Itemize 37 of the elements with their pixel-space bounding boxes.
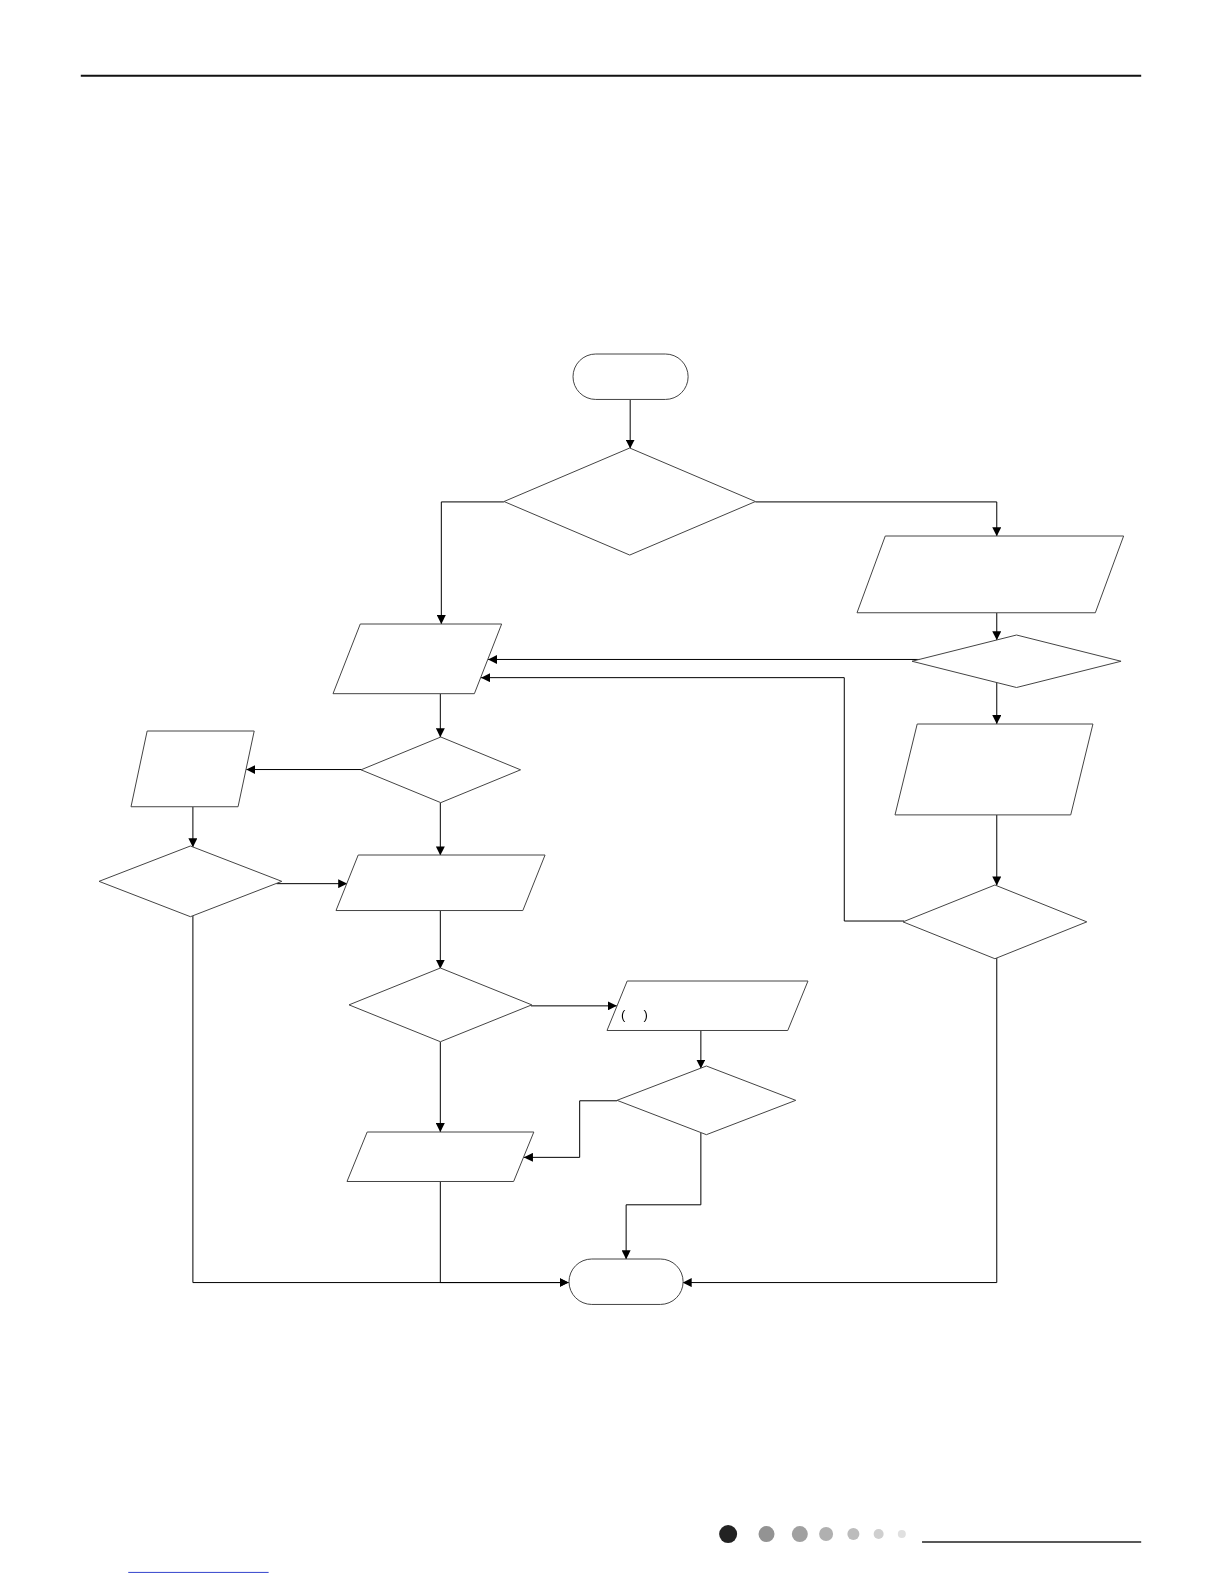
decision-diamond [911, 634, 1122, 689]
terminal-shape [572, 353, 689, 401]
arrow [696, 1029, 706, 1070]
data-parallelogram [856, 535, 1125, 614]
arrow [625, 399, 635, 450]
arrow [530, 1001, 618, 1011]
data-parallelogram [130, 730, 255, 808]
arrow [436, 501, 505, 625]
decision-diamond [503, 447, 756, 556]
arrow [523, 1100, 618, 1162]
terminal-shape [568, 1258, 684, 1306]
arrow [245, 765, 363, 775]
arrow [992, 814, 1002, 886]
data-parallelogram [335, 854, 546, 912]
arrow [992, 612, 1002, 641]
arrow [435, 802, 445, 856]
decision-diamond [360, 736, 521, 804]
data-parallelogram [894, 723, 1094, 816]
decision-diamond [348, 968, 533, 1043]
arrow [480, 673, 905, 922]
data-parallelogram [606, 980, 809, 1031]
bracket-text: ( ) [621, 1007, 648, 1023]
data-parallelogram [346, 1131, 535, 1183]
arrow [754, 501, 1002, 537]
arrow [992, 682, 1002, 725]
arrow [682, 957, 998, 1288]
arrow [435, 910, 445, 970]
data-parallelogram [332, 623, 503, 695]
decision-diamond [98, 845, 283, 918]
arrow [276, 879, 348, 889]
arrow [188, 806, 198, 848]
arrow [435, 693, 445, 738]
arrow [621, 1132, 702, 1260]
arrow [439, 1181, 570, 1288]
decision-diamond [616, 1065, 797, 1136]
arrow [435, 1041, 445, 1133]
decision-diamond [902, 884, 1088, 959]
